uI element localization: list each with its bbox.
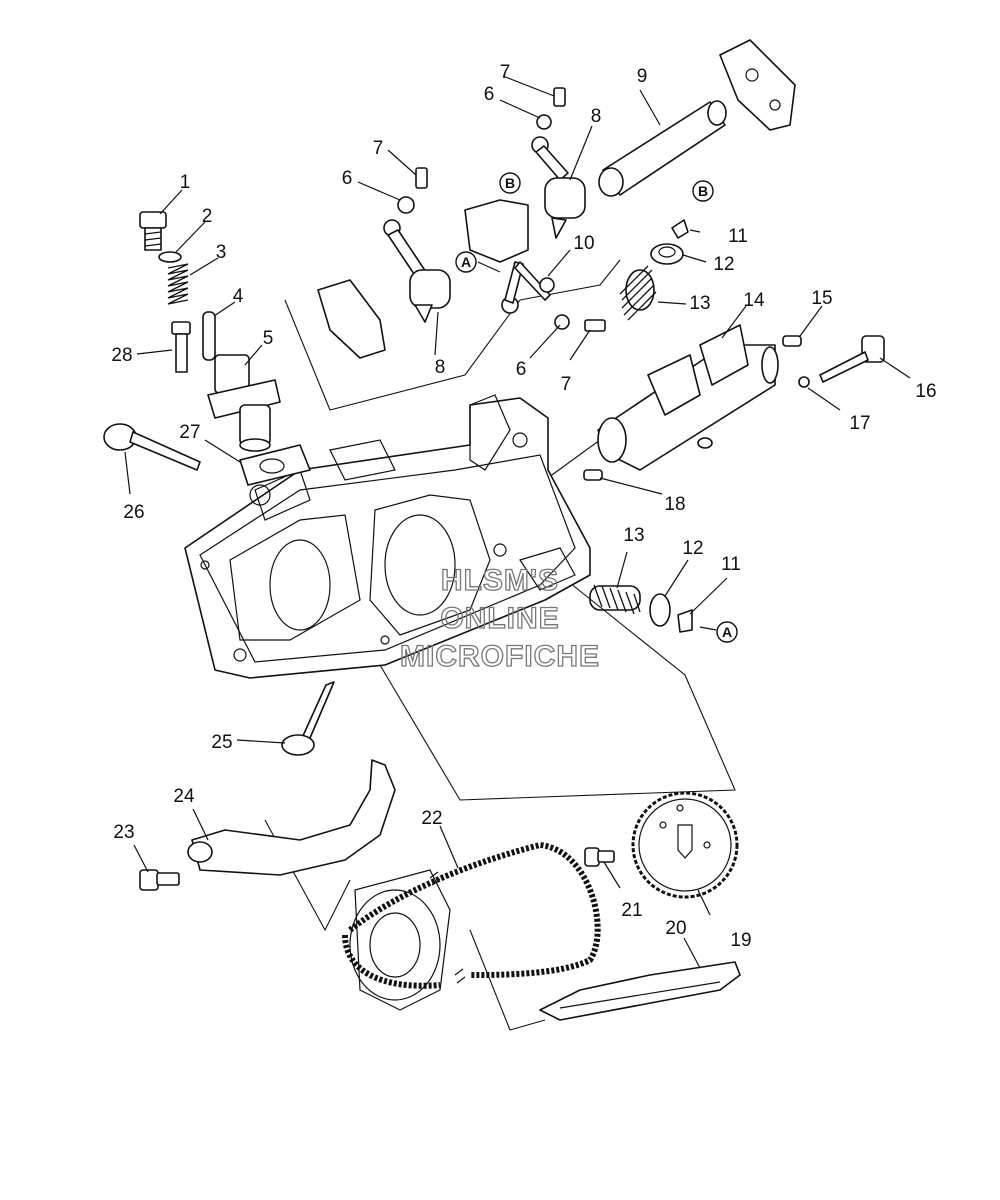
callout-7-left: 7 (373, 138, 384, 159)
part-9-rocker-shaft (598, 100, 727, 197)
callout-7-top: 7 (500, 62, 511, 83)
part-26-valve (103, 423, 201, 471)
callout-9: 9 (637, 66, 648, 87)
part-6-nut-top (536, 114, 552, 130)
callout-12-top: 12 (713, 254, 734, 275)
callout-24: 24 (173, 786, 195, 807)
part-3-spring (167, 263, 189, 305)
part-24-chain-guide (187, 759, 396, 876)
callout-11-lower: 11 (721, 554, 741, 575)
callout-28: 28 (111, 345, 132, 366)
callout-27: 27 (179, 422, 200, 443)
watermark: HLSM'S ONLINE MICROFICHE (399, 563, 600, 673)
callout-13-top: 13 (689, 293, 710, 314)
watermark-line-2: ONLINE (440, 602, 559, 635)
cylinder-head (184, 394, 591, 679)
callout-13-lower: 13 (623, 525, 644, 546)
part-7-screw-middle (584, 319, 606, 332)
part-7-screw-left (415, 167, 428, 189)
callout-15: 15 (811, 288, 832, 309)
svg-text:A: A (461, 254, 471, 270)
part-18-pin (583, 469, 603, 481)
part-12-retainer-top (650, 243, 684, 265)
callout-23: 23 (113, 822, 134, 843)
part-17-clip (798, 376, 810, 388)
part-11-keeper-top (671, 219, 689, 239)
part-28-bolt (171, 321, 191, 373)
callout-7-lower: 7 (561, 374, 572, 395)
callout-8-lower: 8 (435, 357, 446, 378)
callout-8-top: 8 (591, 106, 602, 127)
part-23-bolt (139, 869, 180, 891)
callout-18: 18 (664, 494, 685, 515)
svg-text:A: A (722, 624, 732, 640)
callout-3: 3 (216, 242, 227, 263)
callout-25: 25 (211, 732, 232, 753)
svg-text:B: B (698, 183, 708, 199)
part-4-pin (202, 311, 216, 361)
part-22-timing-chain (342, 841, 601, 989)
reference-mark-b-left: B (499, 172, 521, 194)
reference-mark-a-right: A (716, 621, 738, 643)
callout-14: 14 (743, 290, 765, 311)
part-21-bolt (584, 847, 615, 867)
reference-mark-a-left: A (455, 251, 477, 273)
watermark-line-1: HLSM'S (441, 564, 559, 597)
part-15-pin (782, 335, 802, 347)
part-27-gasket (239, 444, 311, 486)
callout-5: 5 (263, 328, 274, 349)
part-8-bracket-left (317, 279, 386, 359)
part-13-spring-lower (589, 584, 641, 615)
svg-text:B: B (505, 175, 515, 191)
callout-20: 20 (665, 918, 686, 939)
callout-numbers: 1 2 3 4 5 28 27 26 7 6 7 6 8 9 10 8 6 7 … (111, 62, 936, 951)
reference-mark-b-right: B (692, 180, 714, 202)
callout-10: 10 (573, 233, 594, 254)
part-8-rocker-arm-left (383, 219, 451, 323)
callout-6-lower: 6 (516, 359, 527, 380)
part-6-nut-left (397, 196, 415, 214)
part-11-keeper-lower (677, 609, 693, 633)
part-20-chain-tensioner-guide (539, 961, 741, 1021)
part-13-spring-top (619, 265, 657, 321)
callout-26: 26 (123, 502, 144, 523)
part-19-cam-sprocket (631, 791, 739, 899)
callout-22: 22 (421, 808, 442, 829)
callout-12-lower: 12 (682, 538, 703, 559)
part-2-washer (158, 251, 182, 263)
callout-11-top: 11 (728, 226, 748, 247)
callout-21: 21 (621, 900, 642, 921)
watermark-line-3: MICROFICHE (400, 640, 600, 673)
callout-1: 1 (180, 172, 191, 193)
part-10-rocker-pair (464, 199, 555, 314)
part-12-retainer-lower (649, 593, 671, 627)
bracket-upper-right (719, 39, 796, 131)
callout-17: 17 (849, 413, 870, 434)
callout-16: 16 (915, 381, 936, 402)
crankshaft-sprocket (349, 869, 451, 1011)
part-1-bolt (139, 211, 167, 251)
callout-2: 2 (202, 206, 213, 227)
callout-6-left: 6 (342, 168, 353, 189)
part-25-valve (281, 681, 335, 756)
part-6-nut-middle (554, 314, 570, 330)
callout-6-top: 6 (484, 84, 495, 105)
part-7-screw-top (553, 87, 566, 107)
part-5-tensioner (207, 354, 281, 452)
callout-19: 19 (730, 930, 751, 951)
part-8-rocker-arm-right (531, 136, 586, 239)
leader-lines (124, 75, 911, 969)
part-14-camshaft (597, 324, 779, 471)
callout-4: 4 (233, 286, 244, 307)
part-16-decompressor (819, 335, 885, 383)
